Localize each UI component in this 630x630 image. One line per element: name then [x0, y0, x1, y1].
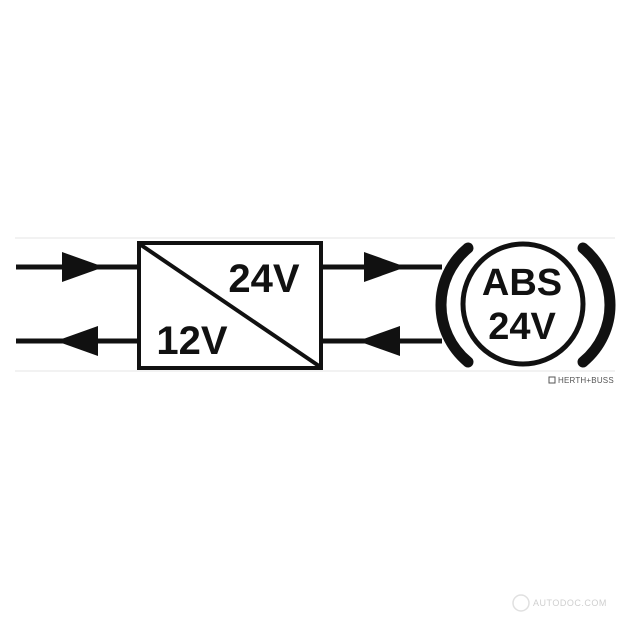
abs-label: ABS	[482, 262, 562, 304]
brand-logo-icon	[548, 376, 556, 384]
arrow-right-icon	[62, 252, 104, 282]
input-wire-top	[16, 252, 140, 282]
brand-label: HERTH+BUSS	[558, 376, 614, 385]
brand-mark: HERTH+BUSS	[548, 376, 614, 385]
abs-device-symbol: ABS 24V	[435, 241, 616, 368]
watermark-logo-icon	[512, 594, 530, 612]
arrow-left-icon	[56, 326, 98, 356]
output-voltage-label: 24V	[228, 257, 299, 301]
abs-voltage-label: 24V	[488, 306, 556, 348]
left-bracket-icon	[435, 242, 474, 368]
input-voltage-label: 12V	[156, 319, 227, 363]
output-wire-top	[321, 252, 442, 282]
arrow-left-icon	[358, 326, 400, 356]
converter-diagonal	[139, 243, 321, 368]
voltage-converter-box: 24V 12V	[137, 241, 323, 370]
arrow-right-icon	[364, 252, 406, 282]
watermark: AUTODOC.COM	[512, 594, 607, 612]
watermark-label: AUTODOC.COM	[533, 598, 607, 608]
abs-circle	[460, 241, 586, 367]
input-wire-bottom	[16, 326, 140, 356]
right-bracket-icon	[577, 242, 616, 368]
output-wire-bottom	[321, 326, 442, 356]
